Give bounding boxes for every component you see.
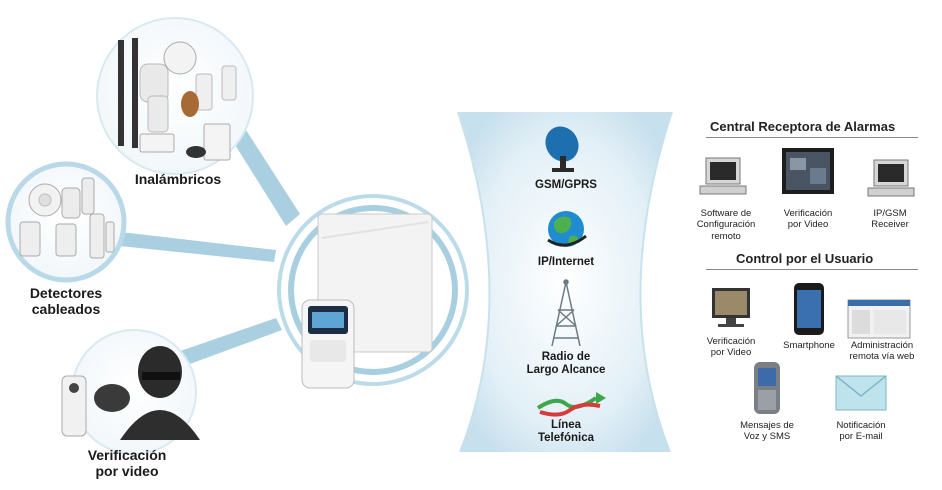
mobile-phone-art <box>754 362 780 414</box>
connector-wired <box>120 232 276 262</box>
channel-phone-line2: Telefónica <box>537 432 595 445</box>
user-item-email-line1: Notificación <box>836 420 886 431</box>
video-monitor-art <box>782 148 834 194</box>
central-item-software-line3: remoto <box>711 230 741 242</box>
wireless-label: Inalámbricos <box>118 171 238 187</box>
central-item-video-line2: por Video <box>787 219 829 231</box>
user-item-video: Verificación por Video <box>696 336 766 359</box>
band-left-edge <box>457 111 491 453</box>
user-item-smartphone-line1: Smartphone <box>783 340 835 351</box>
user-item-video-line2: por Video <box>710 347 752 359</box>
desktop-computer-art <box>699 157 747 195</box>
channel-radio-line2: Largo Alcance <box>526 364 606 377</box>
user-item-web-admin-line1: Administración <box>850 340 914 351</box>
wired-detectors-art <box>19 177 115 259</box>
channel-radio-line1: Radio de <box>541 351 591 363</box>
channel-phone-label: Línea Telefónica <box>516 419 616 445</box>
user-item-sms-line1: Mensajes de <box>740 420 794 431</box>
channel-radio-label: Radio de Largo Alcance <box>506 351 626 377</box>
wireless-label-text: Inalámbricos <box>134 171 222 187</box>
connector-video <box>160 318 282 372</box>
globe-art <box>547 211 587 247</box>
connector-wireless <box>232 130 300 226</box>
central-station-title: Central Receptora de Alarmas <box>710 119 896 134</box>
phone-line-art <box>536 392 606 417</box>
central-item-video-line1: Verificación <box>783 208 833 219</box>
user-item-smartphone: Smartphone <box>774 340 844 351</box>
video-verification-art <box>61 346 200 440</box>
video-label-line1: Verificación <box>87 447 167 463</box>
user-item-email-line2: por E-mail <box>839 431 883 443</box>
smartphone-art <box>794 283 824 335</box>
control-panel-art <box>301 213 433 389</box>
channel-gsm-label: GSM/GPRS <box>516 179 616 192</box>
user-control-rule <box>706 269 918 270</box>
central-station-rule <box>706 137 918 138</box>
envelope-art <box>835 375 887 411</box>
user-item-sms: Mensajes de Voz y SMS <box>730 420 804 443</box>
channel-phone-line1: Línea <box>550 419 582 431</box>
wired-label-line2: cableados <box>31 301 101 318</box>
web-admin-art <box>847 299 911 339</box>
receiver-computer-art <box>867 159 915 197</box>
video-screen-art <box>712 288 750 327</box>
central-item-receiver-line2: Receiver <box>871 219 909 231</box>
video-verification-label: Verificación por video <box>62 447 192 479</box>
user-item-sms-line2: Voz y SMS <box>743 431 791 443</box>
band-right-edge <box>639 111 673 453</box>
channel-ip-text: IP/Internet <box>537 256 595 268</box>
user-item-email: Notificación por E-mail <box>824 420 898 443</box>
central-item-video: Verificación por Video <box>774 208 842 231</box>
central-item-receiver: IP/GSM Receiver <box>856 208 924 231</box>
channel-ip-label: IP/Internet <box>516 256 616 269</box>
central-item-software-line2: Configuración <box>696 219 756 231</box>
wired-label-line1: Detectores <box>29 285 103 301</box>
central-item-receiver-line1: IP/GSM <box>873 208 907 219</box>
user-item-web-admin: Administración remota vía web <box>842 340 922 363</box>
wireless-devices-art <box>118 38 237 161</box>
video-label-line2: por video <box>95 463 159 480</box>
central-item-software-line1: Software de <box>700 208 752 219</box>
wired-detectors-label: Detectores cableados <box>6 285 126 317</box>
central-item-software: Software de Configuración remoto <box>692 208 760 242</box>
user-control-title: Control por el Usuario <box>736 251 874 266</box>
satellite-dish-art <box>545 126 579 172</box>
user-item-video-line1: Verificación <box>706 336 756 347</box>
radio-tower-art <box>551 279 581 347</box>
user-item-web-admin-line2: remota vía web <box>849 351 915 363</box>
channel-gsm-text: GSM/GPRS <box>535 179 597 191</box>
